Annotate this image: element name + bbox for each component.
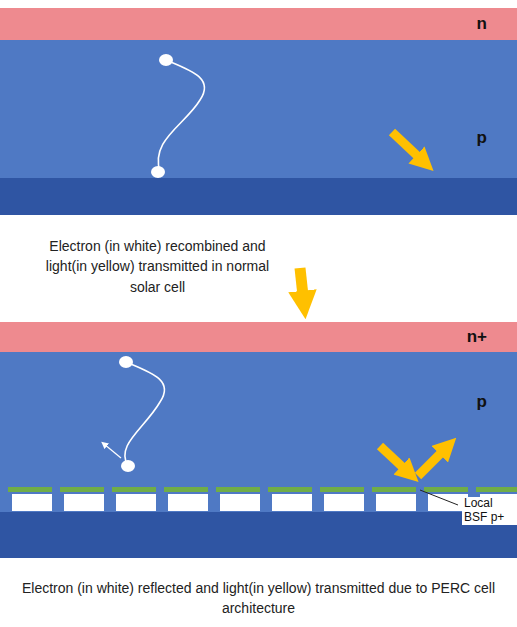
electron	[159, 54, 173, 66]
layer-label: n+	[467, 327, 487, 347]
dielectric-layer	[64, 494, 104, 511]
part-label: Local BSF p+	[462, 497, 517, 525]
local-bsf	[320, 487, 364, 492]
dielectric-layer	[376, 494, 416, 511]
electron	[119, 356, 133, 368]
leader-line	[420, 490, 458, 505]
reflected-light-arrow	[418, 446, 448, 476]
electron-path	[125, 362, 165, 466]
dielectric-layer	[168, 494, 208, 511]
light-arrow	[392, 132, 425, 163]
dielectric-layer	[272, 494, 312, 511]
figure-note: Electron (in white) recombined and light…	[30, 236, 285, 297]
light-arrow	[380, 446, 410, 474]
local-bsf	[60, 487, 104, 492]
local-bsf	[424, 487, 468, 492]
back-contact	[0, 178, 517, 215]
dielectric-layer	[220, 494, 260, 511]
layer-label: p	[477, 128, 487, 148]
layer-band: n+	[0, 322, 517, 352]
light-arrow	[300, 268, 304, 305]
local-bsf	[112, 487, 156, 492]
layer-band: p	[0, 40, 517, 178]
contact-strip	[0, 489, 517, 512]
reflected-electron-arrow	[104, 444, 121, 458]
electron	[121, 460, 135, 472]
passivation-strip	[0, 487, 517, 512]
layer-label: n	[477, 14, 487, 34]
p-layer	[0, 352, 517, 512]
local-bsf	[216, 487, 260, 492]
layer-label: p	[477, 392, 487, 412]
local-bsf	[8, 487, 52, 492]
layer-band: p	[0, 352, 517, 487]
electron	[151, 166, 165, 178]
p-layer	[0, 40, 517, 178]
n-layer	[0, 8, 517, 40]
local-bsf	[476, 487, 517, 492]
back-contact	[0, 512, 517, 558]
dielectric-layer	[116, 494, 156, 511]
electron-path	[158, 60, 204, 172]
local-bsf	[372, 487, 416, 492]
dielectric-layer	[324, 494, 364, 511]
layer-band: n	[0, 8, 517, 40]
local-bsf	[268, 487, 312, 492]
local-bsf	[164, 487, 208, 492]
figure-caption: Electron (in white) reflected and light(…	[15, 578, 502, 619]
n-plus-layer	[0, 322, 517, 352]
dielectric-layer	[12, 494, 52, 511]
